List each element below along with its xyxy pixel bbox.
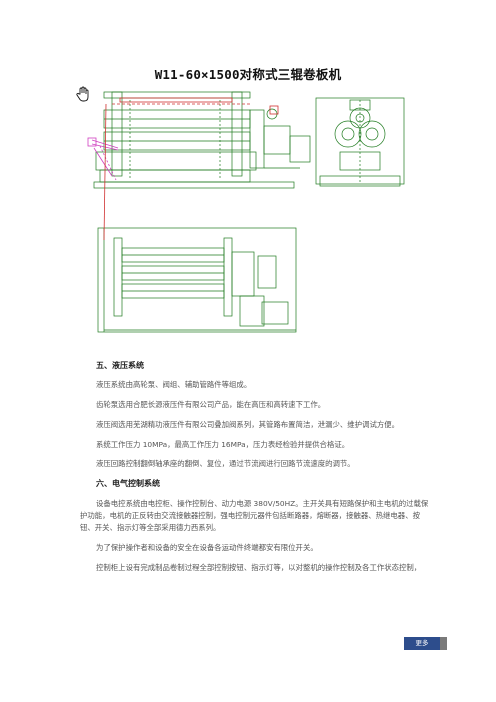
paragraph: 控制柜上设有完成制品卷制过程全部控制按钮、指示灯等，以对整机的操作控制及各工作状… [96,562,422,572]
section-heading-hydraulic: 五、液压系统 [96,361,144,370]
paragraph-line: 钮、开关、指示灯等全部采用德力西系列。 [80,523,221,533]
hand-cursor-icon [76,86,89,102]
section-heading-electrical: 六、电气控制系统 [96,479,160,489]
side-view-drawing [315,97,405,187]
paragraph: 齿轮泵选用合肥长源液压件有限公司产品，能在高压和高转速下工作。 [96,400,326,410]
machine-drawing [87,91,405,333]
plan-view-drawing [97,227,297,333]
paragraph: 液压回路控制翻倒轴承座的翻倒、复位，通过节流阀进行回路节流速度的调节。 [96,459,355,469]
paragraph-line: 护功能，电机的正反转由交流接触器控制，强电控制元器件包括断路器，熔断器，接触器、… [80,510,420,520]
more-button[interactable]: 更多 [404,637,440,650]
paragraph-line: 设备电控系统由电控柜、操作控制台、动力电源 380V/50HZ。主开关具有短路保… [96,498,429,508]
paragraph: 为了保护操作者和设备的安全在设备各运动件终端都安有限位开关。 [96,542,318,552]
paragraph: 系统工作压力 10MPa，最高工作压力 16MPa，压力表经检验并提供合格证。 [96,439,350,449]
collapse-tab[interactable] [440,637,447,650]
document-title: W11-60×1500对称式三辊卷板机 [154,67,342,82]
paragraph: 液压系统由高轮泵、阀组、辅助管路件等组成。 [96,380,252,390]
spec-text-block: 五、液压系统 液压系统由高轮泵、阀组、辅助管路件等组成。 齿轮泵选用合肥长源液压… [80,360,458,582]
paragraph: 液压阀选用芜湖精功液压件有限公司叠加阀系列，其管路布置简洁，泄漏少、维护调试方便… [96,419,400,429]
